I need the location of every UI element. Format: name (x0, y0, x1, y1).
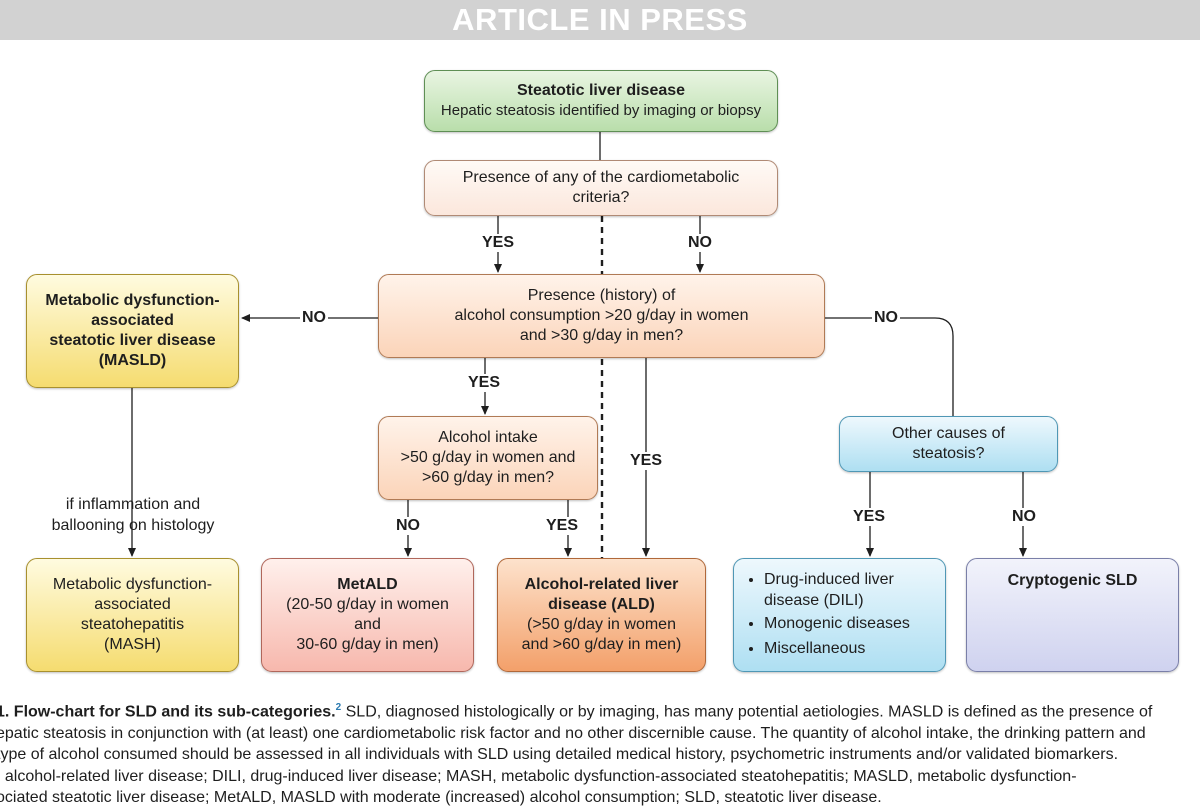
other-cause-dili: Drug-induced liver disease (DILI) (764, 569, 914, 611)
node-other-causes-question: Other causes of steatosis? (839, 416, 1058, 472)
inflammation-line2: ballooning on histology (51, 517, 215, 534)
cardio-question-text: Presence of any of the cardiometabolic c… (462, 169, 740, 206)
alcohol-question-line2: alcohol consumption >20 g/day in women (454, 307, 749, 324)
inflammation-line1: if inflammation and (65, 496, 201, 513)
caption-line2: epatic steatosis in conjunction with (at… (0, 724, 1146, 742)
node-cryptogenic-sld: Cryptogenic SLD (966, 558, 1179, 672)
other-cause-misc: Miscellaneous (764, 636, 914, 661)
node-ald: Alcohol-related liver disease (ALD) (>50… (497, 558, 706, 672)
mash-line1: Metabolic dysfunction- (52, 576, 213, 593)
caption-lead: 1. Flow-chart for SLD and its sub-catego… (0, 703, 336, 721)
node-mash: Metabolic dysfunction- associated steato… (26, 558, 239, 672)
article-in-press-banner: ARTICLE IN PRESS (0, 0, 1200, 40)
label-intake-yes: YES (544, 517, 581, 535)
caption-line4: , alcohol-related liver disease; DILI, d… (0, 767, 1077, 785)
other-q-line2: steatosis? (912, 445, 985, 462)
node-other-causes-list: Drug-induced liver disease (DILI) Monoge… (733, 558, 946, 672)
mash-line2: associated (94, 596, 171, 613)
label-cardio-no: NO (686, 234, 714, 252)
intake-line2: >50 g/day in women and (400, 449, 576, 466)
alcohol-question-line3: and >30 g/day in men? (519, 327, 684, 344)
node-sld-title: Steatotic liver disease (516, 82, 686, 99)
connector-alcohol-no-other (825, 317, 954, 416)
label-alcohol-no-left: NO (300, 309, 328, 327)
other-q-line1: Other causes of (892, 425, 1005, 442)
node-cardiometabolic-question: Presence of any of the cardiometabolic c… (424, 160, 778, 216)
mash-line3: steatohepatitis (80, 616, 185, 633)
label-alcohol-yes: YES (466, 374, 503, 392)
other-cause-monogenic: Monogenic diseases (764, 611, 914, 636)
node-sld-subtitle: Hepatic steatosis identified by imaging … (440, 102, 762, 119)
metald-line2: and (354, 616, 381, 633)
label-other-no: NO (1010, 508, 1038, 526)
node-steatotic-liver-disease: Steatotic liver disease Hepatic steatosi… (424, 70, 778, 132)
label-alcohol-no-right: NO (872, 309, 900, 327)
metald-line3: 30-60 g/day in men) (296, 636, 439, 653)
caption-line5: ociated steatotic liver disease; MetALD,… (0, 789, 882, 807)
metald-line1: (20-50 g/day in women (286, 596, 449, 613)
label-other-yes: YES (851, 508, 888, 526)
masld-line2: associated (91, 312, 174, 329)
caption-line3: type of alcohol consumed should be asses… (0, 746, 1119, 764)
ald-title-line2: disease (ALD) (548, 596, 655, 613)
node-masld: Metabolic dysfunction- associated steato… (26, 274, 239, 388)
alcohol-question-line1: Presence (history) of (527, 287, 676, 304)
inflammation-note: if inflammation and ballooning on histol… (28, 494, 238, 536)
figure-caption: 1. Flow-chart for SLD and its sub-catego… (0, 697, 1200, 809)
node-alcohol-question: Presence (history) of alcohol consumptio… (378, 274, 825, 358)
caption-text1: SLD, diagnosed histologically or by imag… (341, 703, 1153, 721)
metald-title: MetALD (337, 576, 398, 593)
other-causes-list: Drug-induced liver disease (DILI) Monoge… (734, 569, 914, 661)
masld-line4: (MASLD) (98, 352, 167, 369)
masld-line1: Metabolic dysfunction- (45, 292, 220, 309)
intake-line1: Alcohol intake (438, 429, 538, 446)
cryptogenic-title: Cryptogenic SLD (1007, 572, 1138, 589)
caption-reference: 2 (335, 702, 342, 713)
label-cardio-yes: YES (480, 234, 517, 252)
node-alcohol-intake-question: Alcohol intake >50 g/day in women and >6… (378, 416, 598, 500)
ald-sub-line1: (>50 g/day in women (527, 616, 676, 633)
label-intake-no: NO (394, 517, 422, 535)
label-alcohol-yes-ald: YES (628, 452, 665, 470)
mash-line4: (MASH) (104, 636, 161, 653)
ald-title-line1: Alcohol-related liver (524, 576, 679, 593)
masld-line3: steatotic liver disease (49, 332, 216, 349)
ald-sub-line2: and >60 g/day in men) (521, 636, 682, 653)
caption-line1: 1. Flow-chart for SLD and its sub-catego… (0, 697, 1200, 723)
node-metald: MetALD (20-50 g/day in women and 30-60 g… (261, 558, 474, 672)
intake-line3: >60 g/day in men? (421, 469, 555, 486)
banner-text: ARTICLE IN PRESS (452, 2, 748, 37)
